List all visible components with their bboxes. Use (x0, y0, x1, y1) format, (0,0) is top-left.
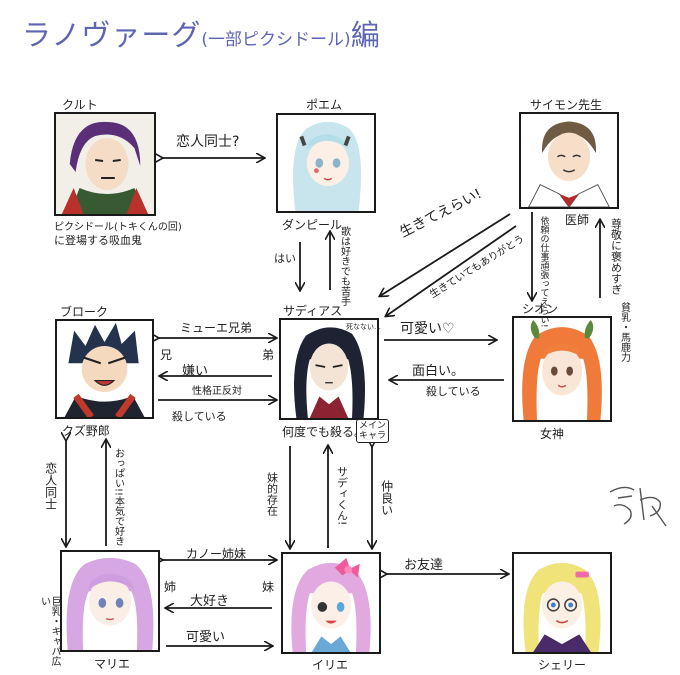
name-marie: マリエ (94, 655, 130, 672)
rel-brock-sadias-top: ミューエ兄弟 (180, 319, 252, 336)
note-kurt-2: に登場する吸血鬼 (54, 232, 142, 248)
name-shelly: シェリー (538, 656, 586, 673)
role-sion: 女神 (540, 425, 564, 442)
rel-poem-sadias-right: 歌は好きでも苦手 (338, 226, 349, 306)
name-kurt: クルト (62, 96, 98, 113)
portrait-simon (519, 112, 619, 209)
name-irie: イリエ (312, 656, 348, 673)
rel-marie-brock: おっぱい!!本気で好き (112, 448, 123, 546)
rel-sadias-irie-2: 仲良い (380, 480, 393, 516)
rel-irie-shelly: お友達 (404, 554, 443, 573)
rel-sadias-irie-1: 妹的存在 (266, 472, 278, 516)
name-brock: ブローク (60, 303, 108, 320)
rel-irie-sadias: サディくん! (336, 466, 348, 525)
rel-sion-side: 貧乳・馬鹿力 (618, 302, 629, 362)
rel-kurt-poem: 恋人同士? (176, 131, 239, 151)
artist-signature (604, 480, 674, 530)
rel-sadias-sion: 可愛い♡ (400, 318, 455, 338)
rel-brock-bro: 兄 (160, 346, 172, 363)
rel-sion-sadias-2: 殺している (426, 383, 481, 399)
rel-poem-sadias-left: はい (274, 250, 296, 266)
portrait-irie (281, 552, 381, 654)
role-simon: 医師 (565, 211, 589, 228)
portrait-brock (55, 319, 154, 419)
rel-brock-sadias-opp: 性格正反対 (192, 382, 242, 397)
rel-sion-sadias-1: 面白い。 (412, 360, 464, 379)
rel-irie-sis: 妹 (262, 578, 274, 595)
rel-sadias-bro: 弟 (262, 346, 274, 363)
rel-simon-sion: 依頼の仕事頑張ってえらい! (538, 216, 547, 328)
rel-marie-irie-top: カノー姉妹 (186, 545, 246, 562)
name-simon: サイモン先生 (530, 96, 602, 113)
portrait-sion (512, 316, 612, 422)
note-kurt-1: ピクシドール(トキくんの回) (54, 218, 182, 233)
rel-brock-sadias-mid: 嫌い (182, 360, 208, 379)
portrait-poem (276, 113, 376, 213)
rel-brock-sadias-bottom: 殺している (172, 408, 227, 424)
note-marie: 巨乳・キャパ広い (38, 596, 59, 675)
rel-irie-marie: 大好き (190, 590, 229, 609)
role-poem: ダンピール (282, 216, 342, 233)
rel-sion-simon: 尊敬に褒めすぎ (610, 218, 622, 295)
rel-marie-sis: 姉 (164, 578, 176, 595)
sadias-thought: 死なない… (346, 322, 381, 332)
rel-marie-irie: 可愛い (186, 626, 225, 645)
name-poem: ポエム (306, 96, 342, 113)
name-sadias: サディアス (283, 302, 342, 319)
rel-brock-marie: 恋人同士 (44, 462, 57, 510)
portrait-sadias (279, 318, 379, 420)
portrait-kurt (54, 112, 156, 216)
portrait-shelly (512, 552, 612, 654)
note-sadias: 何度でも殺る。 (282, 423, 366, 440)
portrait-marie (60, 550, 160, 652)
note-brock: クズ野郎 (62, 422, 110, 439)
main-character-badge: メイン キャラ (356, 419, 389, 443)
